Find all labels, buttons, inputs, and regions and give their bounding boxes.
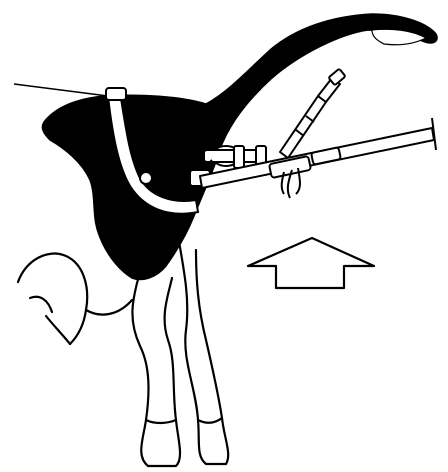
back-line (14, 84, 108, 96)
lift-direction-arrow (248, 238, 374, 288)
cow-belly-outline (18, 254, 132, 344)
lever-arm (280, 69, 346, 158)
